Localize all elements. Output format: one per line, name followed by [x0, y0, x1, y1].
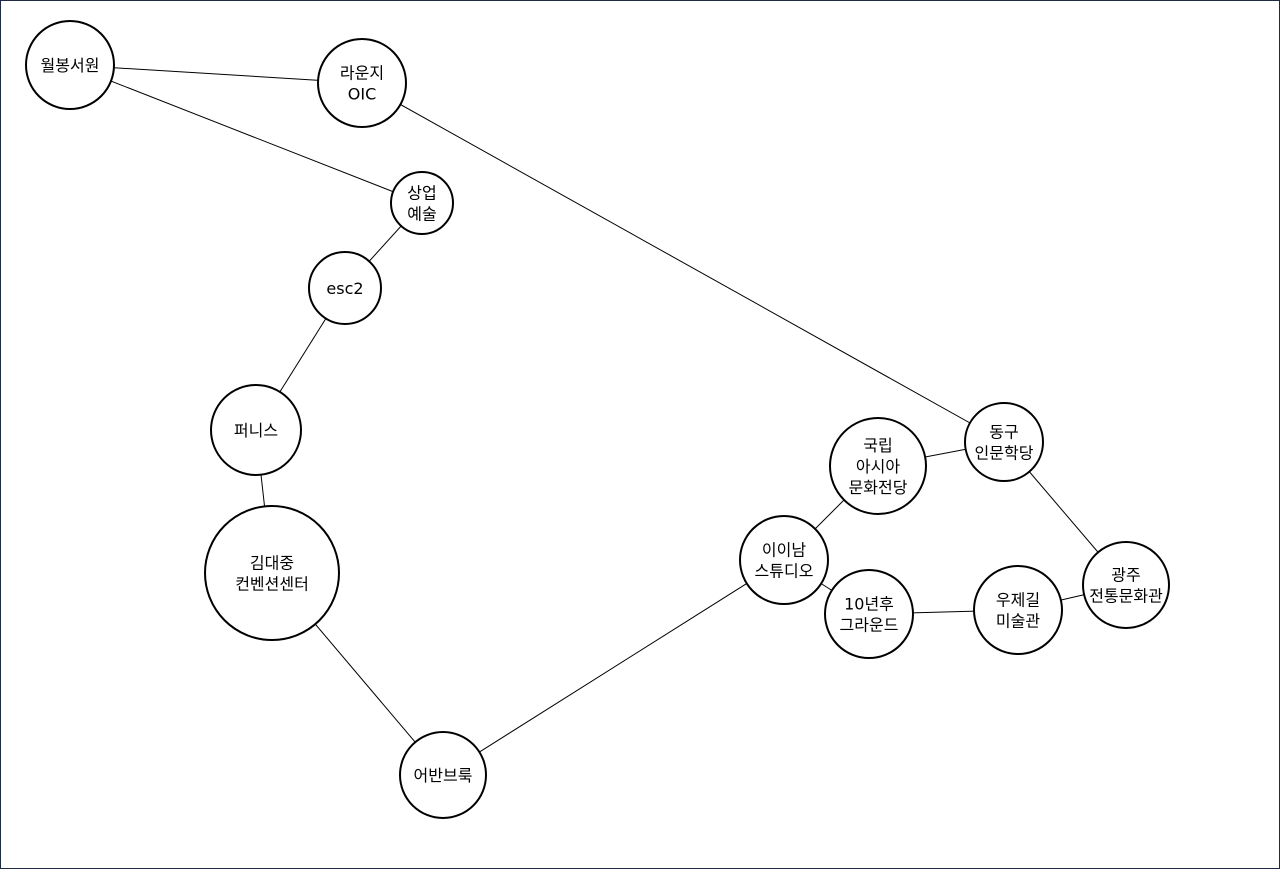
node-label: 퍼니스 — [234, 421, 278, 440]
node-circle — [308, 251, 382, 325]
node-urban: 어반브룩 — [399, 731, 487, 819]
node-circle — [317, 38, 407, 128]
node-label: 우제길 — [996, 591, 1040, 610]
node-circle — [739, 515, 829, 605]
node-label: 문화전당 — [849, 478, 908, 497]
node-label: 미술관 — [996, 612, 1040, 631]
node-lounge: 라운지 OIC — [317, 38, 407, 128]
node-label: 이이남 — [762, 541, 806, 560]
node-wolbong: 월봉서원 — [25, 20, 115, 110]
node-circle — [25, 20, 115, 110]
node-esc2: esc2 — [308, 251, 382, 325]
node-label: 10년후 — [844, 595, 894, 614]
node-circle — [964, 402, 1044, 482]
node-label: 동구 — [989, 423, 1018, 442]
node-circle — [1082, 541, 1170, 629]
node-label: 전통문화관 — [1089, 587, 1163, 606]
node-label: 예술 — [407, 205, 436, 224]
node-circle — [390, 171, 454, 235]
node-label: 월봉서원 — [41, 56, 100, 75]
node-label: 컨벤션센터 — [235, 575, 309, 594]
edge-wolbong-lounge — [69, 64, 363, 84]
node-label: esc2 — [326, 279, 363, 298]
node-label: 광주 — [1111, 566, 1140, 585]
node-circle — [399, 731, 487, 819]
node-circle — [829, 417, 927, 515]
edge-urban-iinam — [442, 559, 785, 776]
node-label: 어반브룩 — [414, 766, 473, 785]
node-label: OIC — [348, 85, 376, 104]
edge-wolbong-sangeop — [69, 64, 423, 204]
node-label: 국립 — [863, 436, 892, 455]
node-circle — [973, 565, 1063, 655]
node-label: 김대중 — [250, 554, 294, 573]
node-circle — [824, 569, 914, 659]
node-label: 인문학당 — [975, 444, 1034, 463]
node-label: 아시아 — [856, 457, 900, 476]
node-peonis: 퍼니스 — [210, 384, 302, 476]
node-circle — [210, 384, 302, 476]
node-label: 그라운드 — [840, 616, 899, 635]
node-circle — [204, 505, 340, 641]
node-label: 상업 — [407, 184, 436, 203]
node-label: 스튜디오 — [755, 562, 814, 581]
node-label: 라운지 — [340, 64, 384, 83]
edge-lounge-donggu — [361, 82, 1005, 443]
